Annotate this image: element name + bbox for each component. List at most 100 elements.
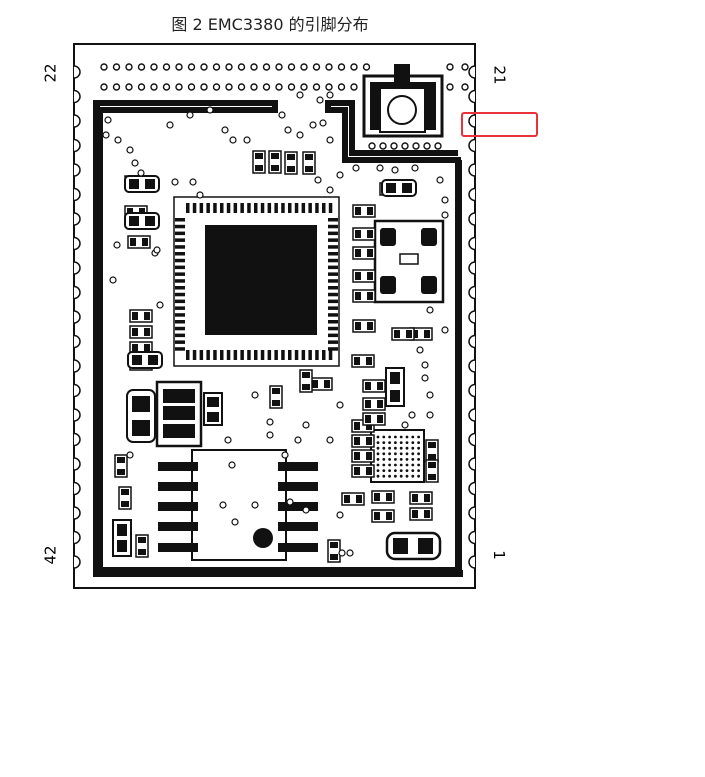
castellation-pad	[468, 383, 476, 398]
via-hole	[319, 119, 327, 127]
via-hole	[219, 501, 227, 509]
via-hole	[212, 83, 221, 91]
via-hole	[362, 63, 371, 71]
castellation-pad	[468, 138, 476, 153]
via-hole	[352, 164, 360, 172]
via-hole	[225, 63, 233, 71]
via-hole	[109, 276, 117, 284]
via-hole	[266, 431, 274, 439]
via-hole	[243, 136, 251, 144]
castellation-pad	[73, 432, 81, 447]
switch-button-icon	[387, 95, 417, 125]
castellation-pad	[73, 138, 81, 153]
via-hole	[162, 63, 171, 71]
via-hole	[125, 83, 133, 91]
via-hole	[231, 518, 239, 526]
via-hole	[278, 111, 286, 119]
via-hole	[281, 451, 289, 459]
via-hole	[314, 176, 322, 184]
via-hole	[175, 63, 183, 71]
via-hole	[137, 63, 146, 71]
via-hole	[336, 171, 344, 179]
via-hole	[266, 418, 274, 426]
via-hole	[426, 391, 434, 399]
via-hole	[338, 549, 346, 557]
via-hole	[416, 346, 424, 354]
via-hole	[441, 326, 449, 334]
u4-bga	[370, 429, 425, 483]
via-hole	[187, 63, 196, 71]
castellation-pad	[73, 285, 81, 300]
via-hole	[228, 461, 236, 469]
via-hole	[441, 196, 449, 204]
castellation-pad	[73, 383, 81, 398]
via-hole	[224, 436, 232, 444]
via-hole	[229, 136, 237, 144]
via-hole	[391, 166, 399, 174]
via-hole	[302, 506, 310, 514]
via-hole	[196, 191, 204, 199]
via-hole	[156, 301, 164, 309]
via-hole	[237, 63, 246, 71]
via-hole	[296, 131, 304, 139]
via-hole	[287, 83, 296, 91]
via-hole	[100, 63, 108, 71]
main-chip-die	[205, 225, 317, 335]
via-hole	[309, 121, 317, 129]
via-hole	[421, 361, 429, 369]
via-hole	[336, 511, 344, 519]
via-hole	[225, 83, 233, 91]
castellation-pad	[468, 310, 476, 324]
castellation-pad	[468, 261, 476, 275]
via-hole	[346, 549, 354, 557]
figure-caption: 图 2 EMC3380 的引脚分布	[171, 15, 369, 34]
castellation-pad	[73, 114, 81, 128]
via-hole	[337, 83, 346, 91]
via-hole	[296, 91, 304, 99]
via-hole	[126, 451, 134, 459]
castellation-pad	[73, 334, 81, 349]
via-hole	[150, 83, 158, 91]
castellation-pad	[468, 555, 476, 569]
castellation-pad	[73, 261, 81, 275]
via-hole	[287, 63, 296, 71]
castellation-pad	[73, 457, 81, 471]
via-hole	[326, 136, 334, 144]
via-hole	[100, 83, 108, 91]
via-hole	[426, 411, 434, 419]
via-hole	[262, 63, 271, 71]
castellation-pad	[468, 359, 476, 373]
via-hole	[316, 96, 324, 104]
via-hole	[300, 83, 308, 91]
via-hole	[326, 436, 334, 444]
castellation-pad	[468, 285, 476, 300]
castellation-pad	[468, 236, 476, 251]
via-hole	[251, 501, 259, 509]
castellation-pad	[73, 65, 81, 79]
via-hole	[411, 164, 419, 172]
castellation-pad	[73, 212, 81, 226]
via-hole	[206, 106, 214, 114]
castellation-pad	[73, 481, 81, 496]
via-hole	[302, 421, 310, 429]
via-hole	[171, 178, 179, 186]
via-hole	[200, 83, 208, 91]
via-hole	[275, 83, 283, 91]
via-hole	[112, 63, 121, 71]
via-hole	[251, 391, 259, 399]
via-hole	[325, 63, 333, 71]
castellation-pad	[73, 236, 81, 251]
via-hole	[221, 126, 229, 134]
via-hole	[137, 83, 146, 91]
via-hole	[114, 136, 122, 144]
via-hole	[112, 83, 121, 91]
via-hole	[113, 241, 121, 249]
via-hole	[153, 246, 161, 254]
via-hole	[175, 83, 183, 91]
castellation-pad	[73, 555, 81, 569]
via-hole	[300, 63, 308, 71]
via-hole	[401, 421, 409, 429]
via-hole	[337, 63, 346, 71]
via-hole	[421, 374, 429, 382]
